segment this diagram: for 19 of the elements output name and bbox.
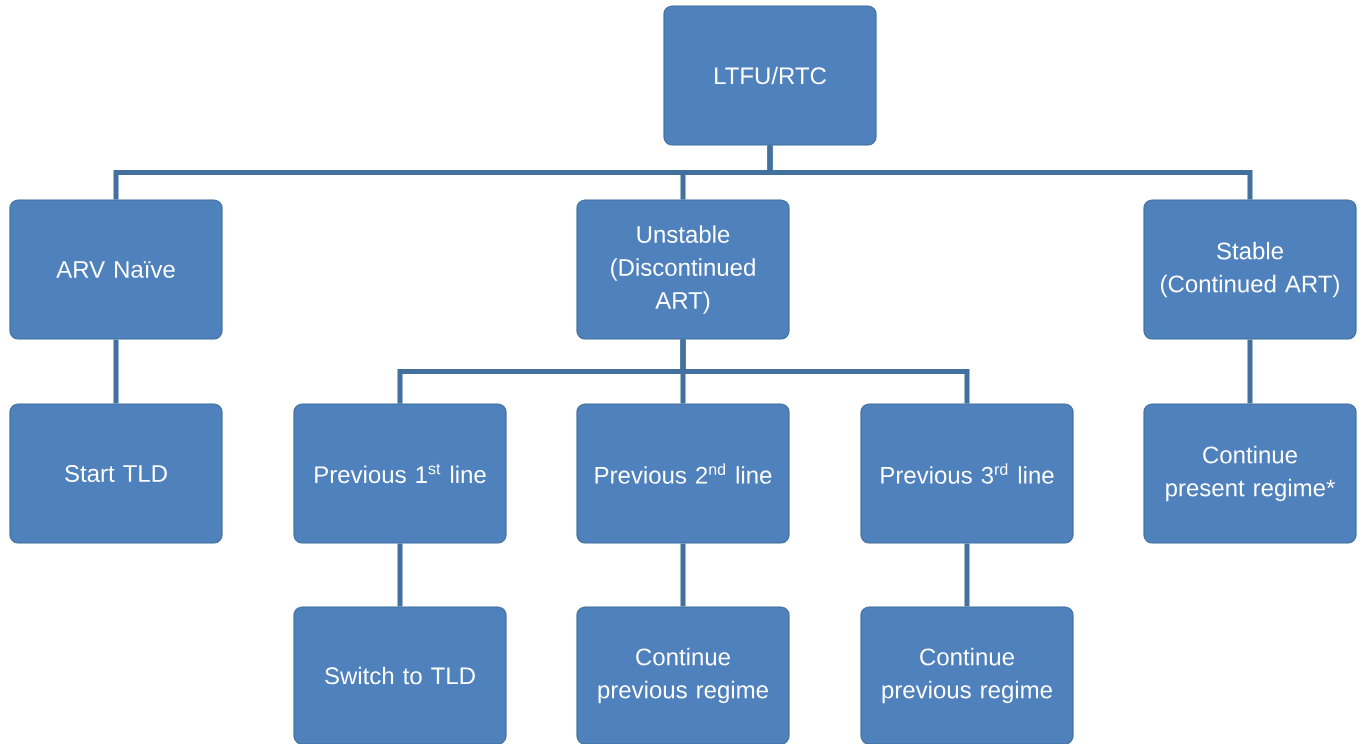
- connector-line: [680, 339, 970, 404]
- process-box: Previous 3$^{rd}$ line: [860, 403, 1074, 544]
- connector-line: [767, 145, 1253, 200]
- connector-line: [964, 543, 970, 607]
- connector-line: [680, 543, 686, 607]
- connector-line: [113, 339, 119, 404]
- process-box: LTFU/RTC: [663, 5, 877, 146]
- connector-line: [397, 543, 403, 607]
- process-box: Continue present regime*: [1143, 403, 1357, 544]
- process-box: Stable (Continued ART): [1143, 199, 1357, 340]
- process-box: ARV Naïve: [9, 199, 223, 340]
- process-box: Switch to TLD: [293, 606, 507, 744]
- process-box: Continue previous regime: [576, 606, 790, 744]
- process-box: Start TLD: [9, 403, 223, 544]
- process-box: Continue previous regime: [860, 606, 1074, 744]
- process-box: Previous 1$^{st}$ line: [293, 403, 507, 544]
- connector-line: [1247, 339, 1253, 404]
- process-box: Previous 2$^{nd}$ line: [576, 403, 790, 544]
- process-box: Unstable (Discontinued ART): [576, 199, 790, 340]
